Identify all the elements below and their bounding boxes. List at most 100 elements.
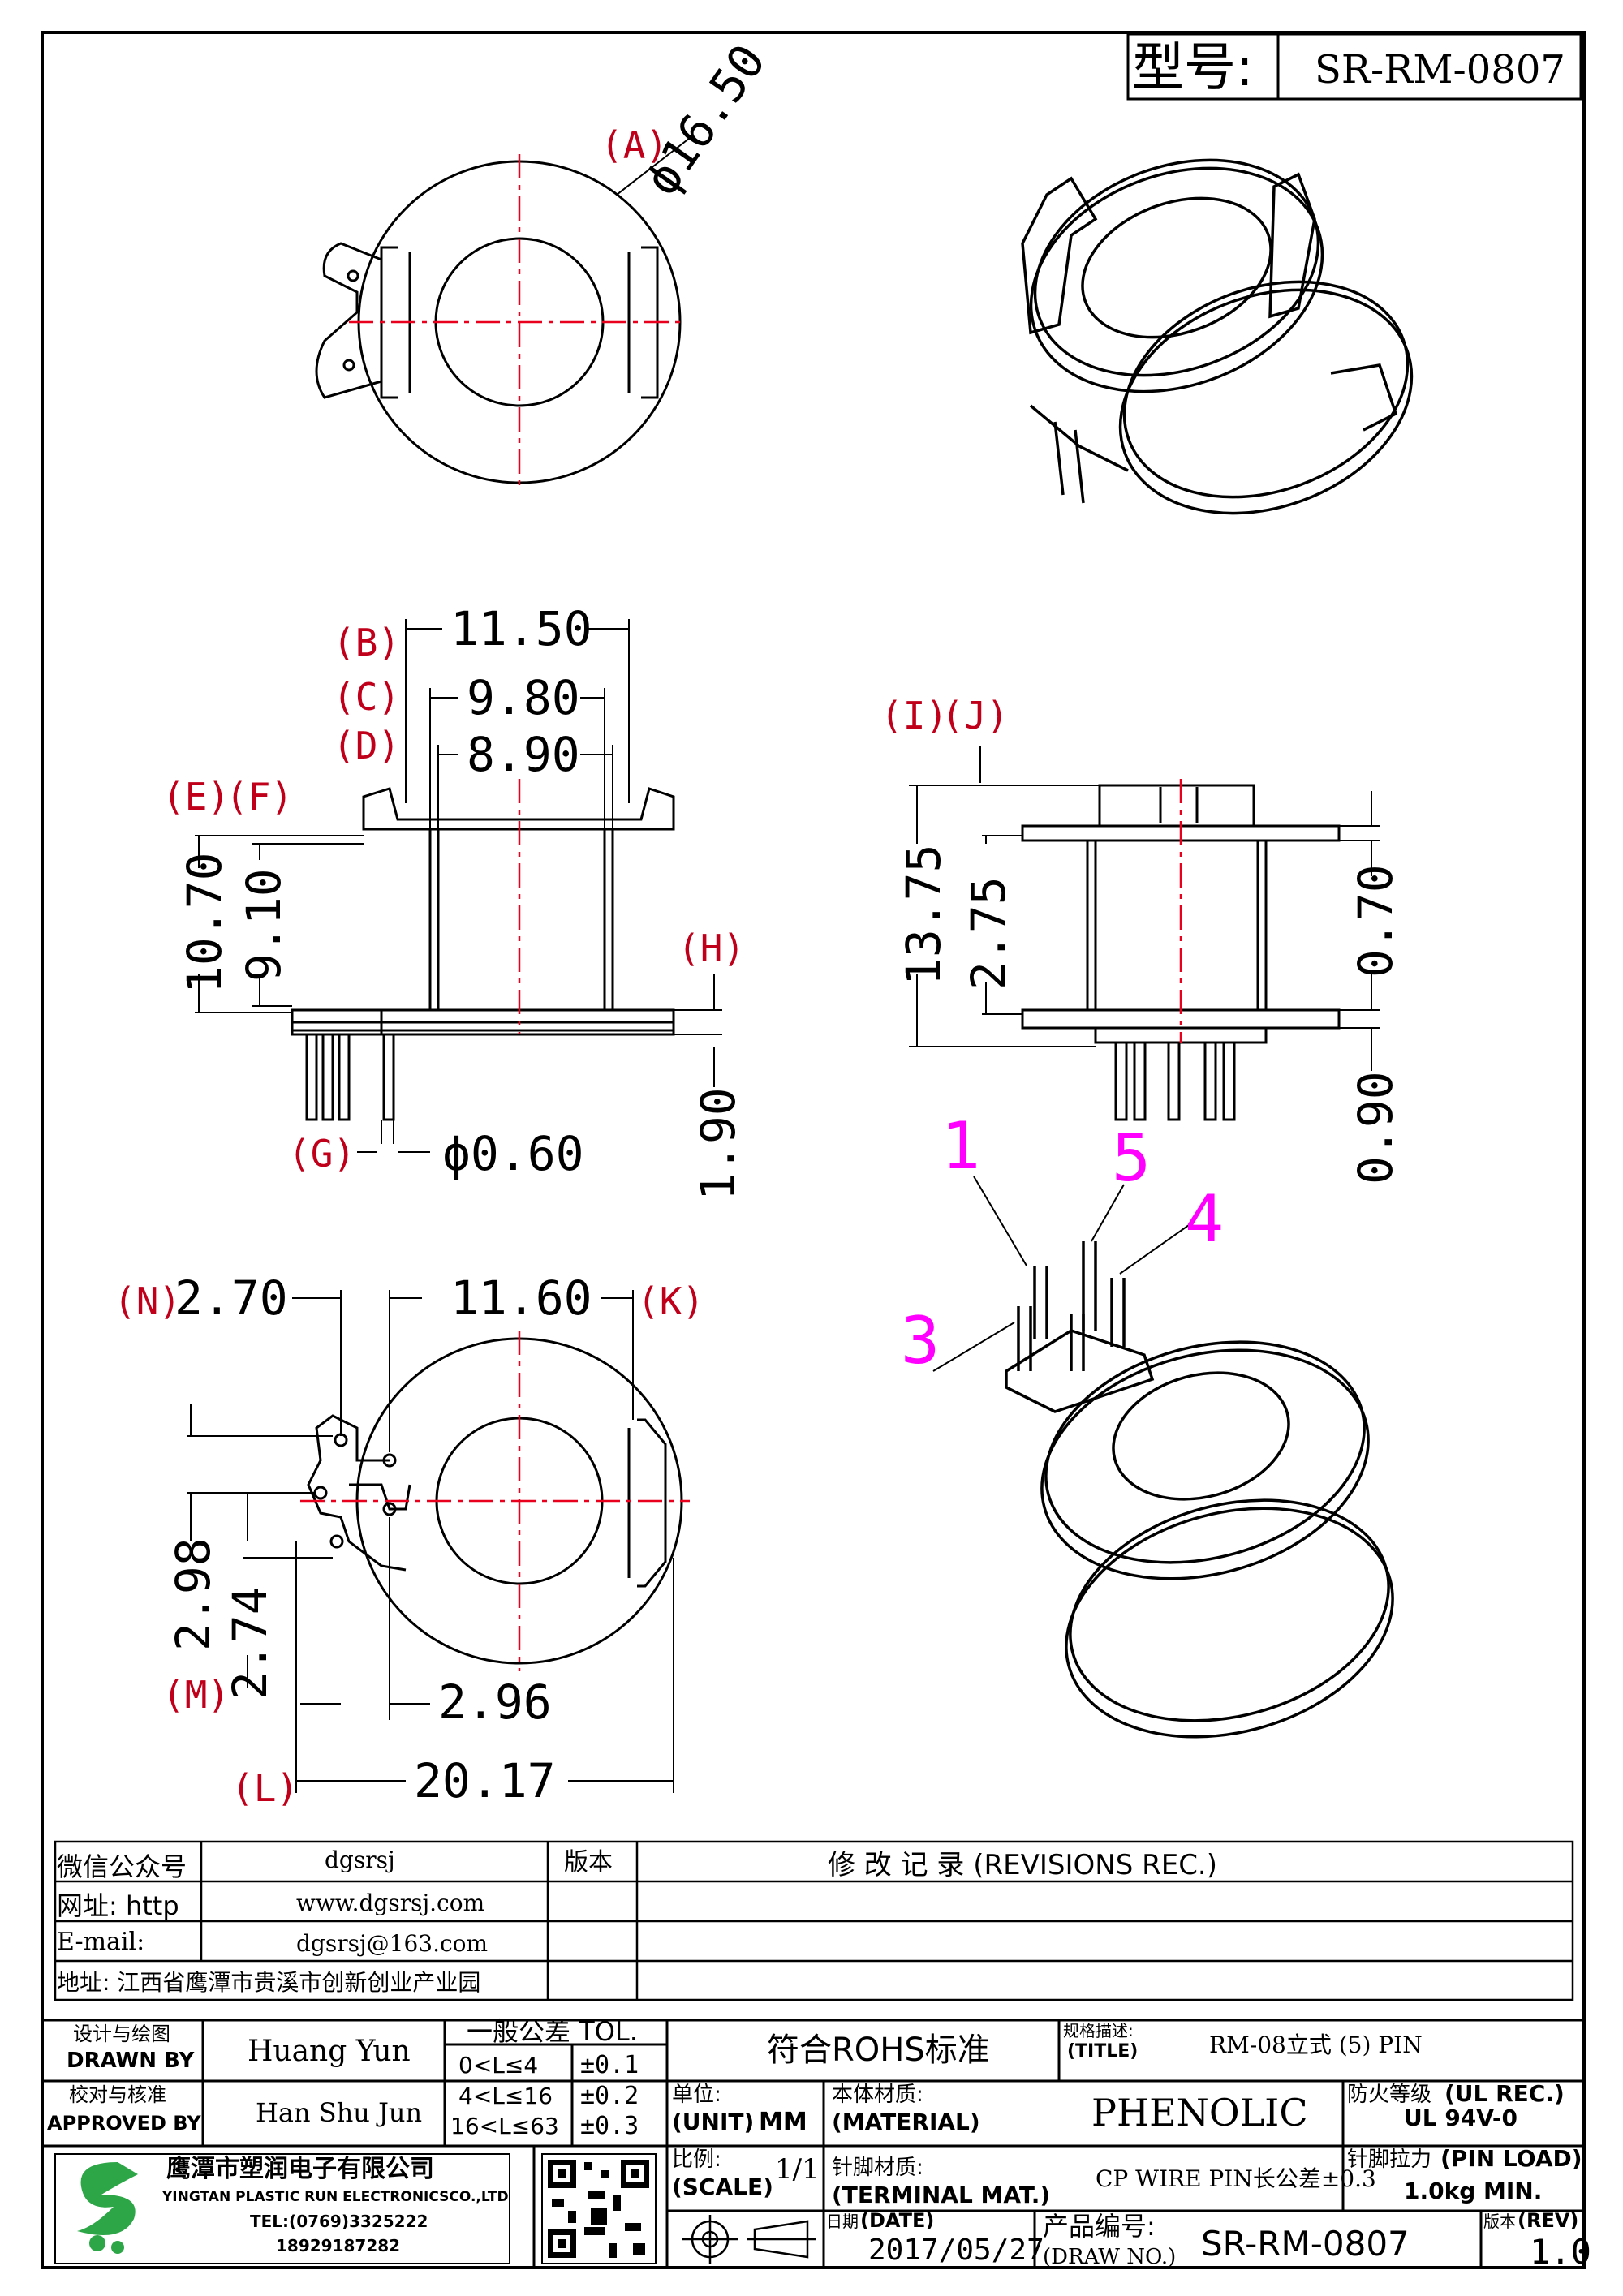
designer-name: Huang Yun xyxy=(248,2035,411,2068)
terminal-cn: 针脚材质: xyxy=(832,2156,923,2180)
info-table xyxy=(54,1840,1574,2001)
web-value: www.dgsrsj.com xyxy=(296,1890,484,1916)
fire-cn: 防火等级 xyxy=(1347,2083,1431,2107)
dim-F-value: 9.10 xyxy=(236,868,291,982)
scale-cn: 比例: xyxy=(672,2148,721,2172)
fire-en: (UL REC.) xyxy=(1444,2080,1565,2107)
dim-H-value: 1.90 xyxy=(691,1087,746,1201)
tol-value-3: ±0.3 xyxy=(580,2112,639,2140)
dim-C-value: 9.80 xyxy=(467,670,580,725)
iso-view-top xyxy=(1021,158,1414,515)
tol-value-1: ±0.1 xyxy=(580,2051,639,2079)
pin-label-1: 1 xyxy=(941,1108,980,1184)
rev-value: 1.0 xyxy=(1530,2232,1591,2272)
dim-L-value: 20.17 xyxy=(414,1753,556,1808)
address: 地址: 江西省鹰潭市贵溪市创新创业产业园 xyxy=(57,1969,480,1996)
side-view xyxy=(291,787,675,1121)
approver-name: Han Shu Jun xyxy=(256,2097,422,2128)
pin-leaders xyxy=(932,1176,1190,1372)
unit-en: (UNIT) xyxy=(672,2109,754,2135)
drawno-en: (DRAW NO.) xyxy=(1043,2245,1176,2269)
web-label: 网址: http xyxy=(57,1890,179,1921)
dim-B-label: (B) xyxy=(333,621,400,664)
projection-symbol-icon xyxy=(682,2215,816,2264)
email-value: dgsrsj@163.com xyxy=(296,1930,488,1957)
revisions-header: 修 改 记 录 (REVISIONS REC.) xyxy=(828,1849,1217,1881)
dim-C-label: (C) xyxy=(333,675,400,719)
dim-D-label: (D) xyxy=(333,724,400,767)
dim-G-value: ϕ0.60 xyxy=(442,1126,584,1181)
model-label: 型号: xyxy=(1132,38,1254,98)
dim-B-value: 11.50 xyxy=(450,601,592,656)
model-value: SR-RM-0807 xyxy=(1315,47,1565,92)
dim-R2-value: 0.90 xyxy=(1348,1071,1403,1185)
unit-value: MM xyxy=(759,2108,807,2136)
company-name-en: YINGTAN PLASTIC RUN ELECTRONICSCO.,LTD xyxy=(161,2189,509,2205)
pinload-cn: 针脚拉力 xyxy=(1347,2148,1431,2172)
dim-A-value: ϕ16.50 xyxy=(634,34,777,205)
tol-range-1: 0<L≤4 xyxy=(458,2052,538,2079)
iso-view-bottom xyxy=(1005,1241,1394,1739)
dim-F-label: (F) xyxy=(226,775,293,819)
dim-N-value: 2.70 xyxy=(174,1271,288,1326)
dim-E-value: 10.70 xyxy=(177,852,232,994)
date-cn: 日期 xyxy=(826,2212,859,2231)
front-view-dims xyxy=(909,746,1380,1071)
dim-S-value: 2.96 xyxy=(438,1675,552,1730)
dim-J-value: 2.75 xyxy=(961,876,1016,990)
wechat-label: 微信公众号 xyxy=(57,1851,187,1882)
drawno-value: SR-RM-0807 xyxy=(1201,2224,1410,2264)
wechat-value: dgsrsj xyxy=(325,1847,395,1873)
drawno-cn: 产品编号: xyxy=(1043,2211,1156,2242)
email-label: E-mail: xyxy=(57,1928,144,1956)
approver-en: APPROVED BY xyxy=(47,2112,201,2135)
approver-cn: 校对与核准 xyxy=(69,2083,166,2106)
company-name: 鹰潭市塑润电子有限公司 xyxy=(166,2155,434,2183)
pinload-value: 1.0kg MIN. xyxy=(1404,2178,1542,2204)
pinload-en: (PIN LOAD) xyxy=(1440,2145,1582,2172)
tol-value-2: ±0.2 xyxy=(580,2082,639,2110)
title-value: RM-08立式 (5) PIN xyxy=(1209,2032,1423,2058)
designer-en: DRAWN BY xyxy=(67,2049,195,2073)
company-logo xyxy=(77,2162,138,2254)
material-value: PHENOLIC xyxy=(1091,2091,1308,2135)
version-header: 版本 xyxy=(564,1848,613,1877)
designer-cn: 设计与绘图 xyxy=(73,2023,170,2045)
dim-I-label: (I) xyxy=(880,694,948,737)
tol-range-3: 16<L≤63 xyxy=(450,2113,559,2139)
pin-label-4: 4 xyxy=(1185,1181,1224,1257)
tol-range-2: 4<L≤16 xyxy=(458,2083,553,2109)
date-en: (DATE) xyxy=(860,2209,934,2232)
dim-N-label: (N) xyxy=(114,1279,181,1323)
rev-en: (REV) xyxy=(1518,2209,1578,2232)
pin-label-5: 5 xyxy=(1112,1120,1151,1196)
top-view-centerlines xyxy=(349,154,682,491)
unit-cn: 单位: xyxy=(672,2083,721,2107)
company-mobile: 18929187282 xyxy=(276,2236,400,2255)
title-block xyxy=(41,2019,1586,2269)
title-cn: 规格描述: xyxy=(1063,2021,1134,2040)
tol-title: 一般公差 TOL. xyxy=(467,2016,638,2047)
side-view-dims xyxy=(195,619,722,1153)
dim-M1-value: 2.98 xyxy=(166,1537,221,1651)
pin-label-3: 3 xyxy=(901,1303,940,1378)
dim-L-label: (L) xyxy=(231,1766,299,1810)
dim-K-value: 11.60 xyxy=(450,1271,592,1326)
model-box: 型号: SR-RM-0807 xyxy=(1126,32,1582,101)
dim-J-label: (J) xyxy=(941,694,1009,737)
dim-M-label: (M) xyxy=(162,1673,230,1717)
dim-I-value: 13.75 xyxy=(896,844,951,986)
dim-E-label: (E) xyxy=(162,775,230,819)
dim-D-value: 8.90 xyxy=(467,727,580,782)
terminal-value: CP WIRE PIN长公差±0.3 xyxy=(1096,2165,1376,2192)
scale-value: 1/1 xyxy=(775,2153,820,2186)
rohs: 符合ROHS标准 xyxy=(767,2032,990,2069)
dim-A-label: (A) xyxy=(601,123,668,167)
fire-value: UL 94V-0 xyxy=(1404,2105,1518,2131)
dim-G-label: (G) xyxy=(288,1132,355,1176)
rev-cn: 版本 xyxy=(1483,2212,1516,2231)
dim-R1-value: 0.70 xyxy=(1348,864,1403,978)
material-cn: 本体材质: xyxy=(832,2083,923,2107)
scale-en: (SCALE) xyxy=(672,2173,773,2200)
